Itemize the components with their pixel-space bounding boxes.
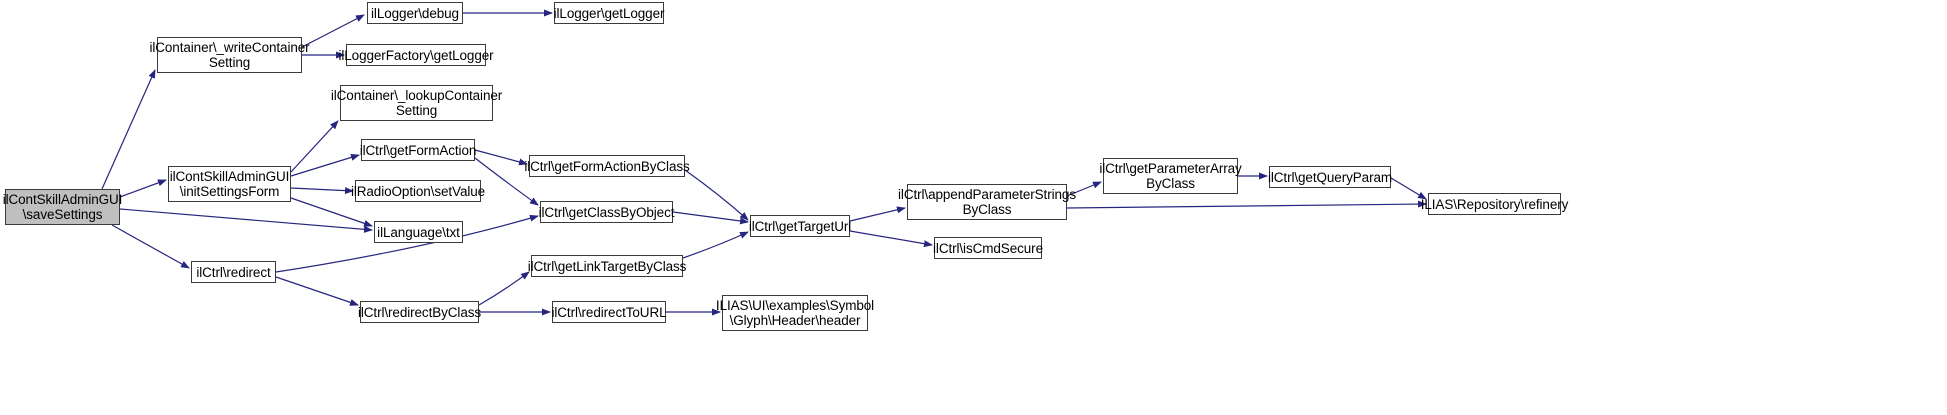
graph-edge-n14-to-n13 <box>478 271 530 306</box>
graph-edge-n12-to-n14 <box>275 276 359 306</box>
graph-node-n5[interactable]: ilContainer\_lookupContainer Setting <box>331 85 502 121</box>
graph-edge-n10-to-n17 <box>684 169 749 221</box>
graph-edge-n6-to-n5 <box>290 120 339 173</box>
graph-edge-n0-to-n6 <box>119 179 167 198</box>
graph-edge-n13-to-n17 <box>682 231 749 259</box>
graph-node-n12[interactable]: ilCtrl\redirect <box>191 261 276 283</box>
graph-node-n6[interactable]: ilContSkillAdminGUI \initSettingsForm <box>168 166 291 202</box>
graph-edge-n0-to-n12 <box>111 224 190 269</box>
graph-edge-n18-to-n22 <box>1066 200 1427 209</box>
graph-node-n22[interactable]: ILIAS\Repository\refinery <box>1421 193 1568 215</box>
graph-node-n11[interactable]: ilCtrl\getClassByObject <box>539 201 674 223</box>
graph-edge-n0-to-n1 <box>101 69 156 190</box>
graph-node-n18[interactable]: ilCtrl\appendParameterStrings ByClass <box>898 184 1076 220</box>
graph-edge-n17-to-n19 <box>849 230 933 248</box>
graph-edge-n6-to-n8 <box>290 187 354 195</box>
graph-node-n16[interactable]: ILIAS\UI\examples\Symbol \Glyph\Header\h… <box>716 295 874 331</box>
graph-edge-n1-to-n2 <box>301 14 365 48</box>
graph-node-n14[interactable]: ilCtrl\redirectByClass <box>358 301 481 323</box>
graph-node-n8[interactable]: ilRadioOption\setValue <box>351 180 485 202</box>
graph-node-n7[interactable]: ilCtrl\getFormAction <box>360 139 476 161</box>
graph-node-n1[interactable]: ilContainer\_writeContainer Setting <box>149 37 310 73</box>
graph-node-n19[interactable]: ilCtrl\isCmdSecure <box>933 237 1043 259</box>
graph-node-n3[interactable]: ilLogger\getLogger <box>554 2 665 24</box>
graph-edge-n17-to-n18 <box>849 206 906 222</box>
graph-node-n20[interactable]: ilCtrl\getParameterArray ByClass <box>1099 158 1242 194</box>
graph-edge-n6-to-n9 <box>290 197 373 227</box>
graph-node-n0[interactable]: ilContSkillAdminGUI \saveSettings <box>3 189 122 225</box>
graph-node-n10[interactable]: ilCtrl\getFormActionByClass <box>524 155 690 177</box>
graph-edge-n0-to-n9 <box>119 208 373 233</box>
graph-node-n21[interactable]: ilCtrl\getQueryParam <box>1268 166 1392 188</box>
graph-node-n13[interactable]: ilCtrl\getLinkTargetByClass <box>528 255 686 277</box>
graph-node-n4[interactable]: ilLoggerFactory\getLogger <box>338 44 494 66</box>
graph-edge-n6-to-n7 <box>290 154 360 177</box>
graph-edge-n7-to-n10 <box>474 149 528 166</box>
graph-node-n17[interactable]: ilCtrl\getTargetUrl <box>749 215 851 237</box>
graph-node-n2[interactable]: ilLogger\debug <box>367 2 463 24</box>
graph-node-n15[interactable]: ilCtrl\redirectToURL <box>551 301 667 323</box>
graph-edge-n11-to-n17 <box>672 211 749 225</box>
graph-node-n9[interactable]: ilLanguage\txt <box>374 221 463 243</box>
